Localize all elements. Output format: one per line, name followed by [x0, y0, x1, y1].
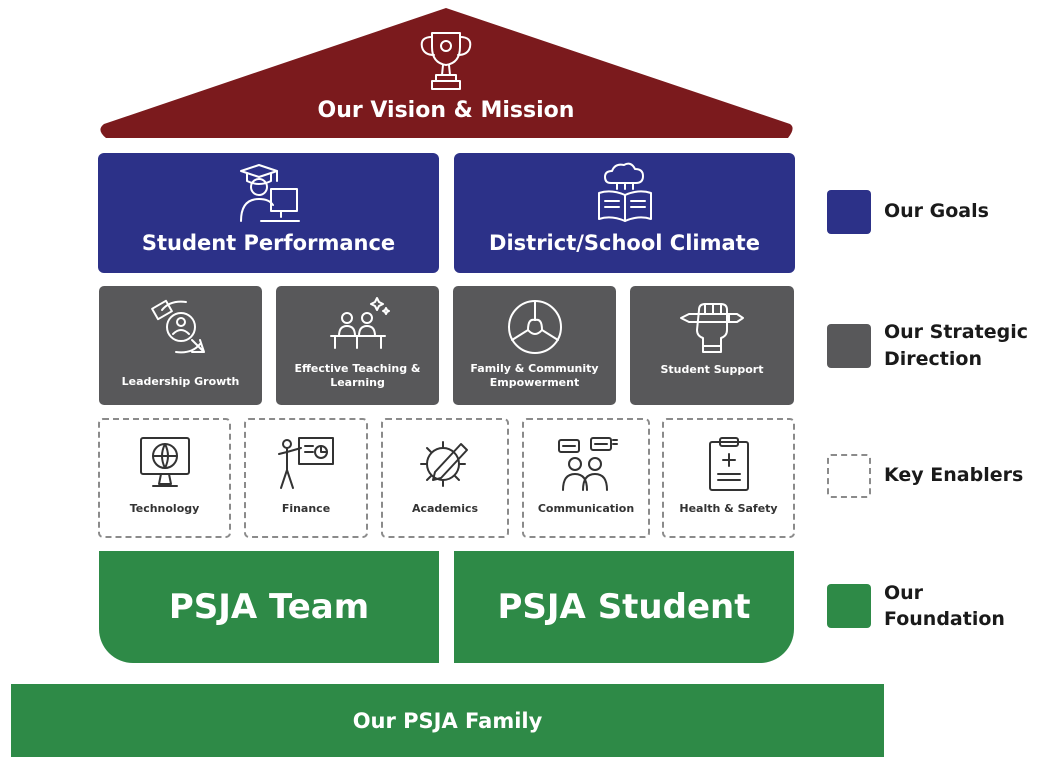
enabler-label: Communication [537, 502, 635, 515]
medical-clipboard-icon [708, 437, 749, 491]
goal-student-performance: Student Performance [98, 153, 439, 273]
vision-title: Our Vision & Mission [317, 98, 575, 123]
enabler-label: Technology [129, 502, 200, 515]
enabler-label: Finance [281, 502, 331, 515]
legend-foundation-line1: Our [884, 582, 924, 604]
strategic-label: Effective Teaching & Learning [294, 362, 421, 389]
enabler-communication: Communication [522, 418, 650, 538]
goal-district-climate: District/School Climate [454, 153, 795, 273]
enabler-finance: Finance [244, 418, 368, 538]
foundation-student: PSJA Student [454, 551, 794, 663]
people-chat-icon [558, 437, 618, 491]
strategic-leadership-growth: Leadership Growth [99, 286, 262, 405]
legend-strategic-line2: Direction [884, 348, 982, 370]
legend-goals: Our Goals [884, 200, 989, 222]
enabler-academics: Academics [381, 418, 509, 538]
hand-pencil-icon [680, 303, 744, 353]
globe-monitor-icon [139, 437, 190, 487]
legend-swatch-enablers [827, 454, 871, 498]
enabler-technology: Technology [98, 418, 231, 538]
legend-enablers: Key Enablers [884, 464, 1024, 486]
legend-strategic-line1: Our Strategic [884, 321, 1028, 343]
joined-hands-icon [507, 300, 562, 354]
cloud-book-icon [597, 162, 652, 222]
strategic-effective-teaching: Effective Teaching & Learning [276, 286, 439, 405]
vision-roof [100, 8, 793, 138]
strategic-family-community: Family & Community Empowerment [453, 286, 616, 405]
enabler-health-safety: Health & Safety [662, 418, 795, 538]
trophy-icon [414, 27, 478, 95]
growth-cycle-icon [150, 299, 205, 354]
strategic-label: Student Support [660, 363, 764, 376]
legend-swatch-strategic [827, 324, 871, 368]
foundation-team: PSJA Team [99, 551, 439, 663]
gear-pencil-icon [420, 441, 468, 487]
legend-swatch-foundation [827, 584, 871, 628]
presentation-icon [278, 437, 334, 489]
classroom-icon [329, 297, 390, 349]
goal-label: District/School Climate [489, 231, 760, 255]
enabler-label: Academics [411, 502, 479, 515]
strategic-student-support: Student Support [630, 286, 794, 405]
enabler-label: Health & Safety [679, 502, 778, 515]
foundation-family: Our PSJA Family [11, 684, 884, 757]
strategic-label: Leadership Growth [121, 375, 240, 388]
graduate-computer-icon [239, 164, 300, 222]
goal-label: Student Performance [141, 231, 396, 255]
legend-swatch-goals [827, 190, 871, 234]
legend-foundation-line2: Foundation [884, 608, 1005, 630]
strategic-label: Family & Community Empowerment [470, 362, 599, 389]
